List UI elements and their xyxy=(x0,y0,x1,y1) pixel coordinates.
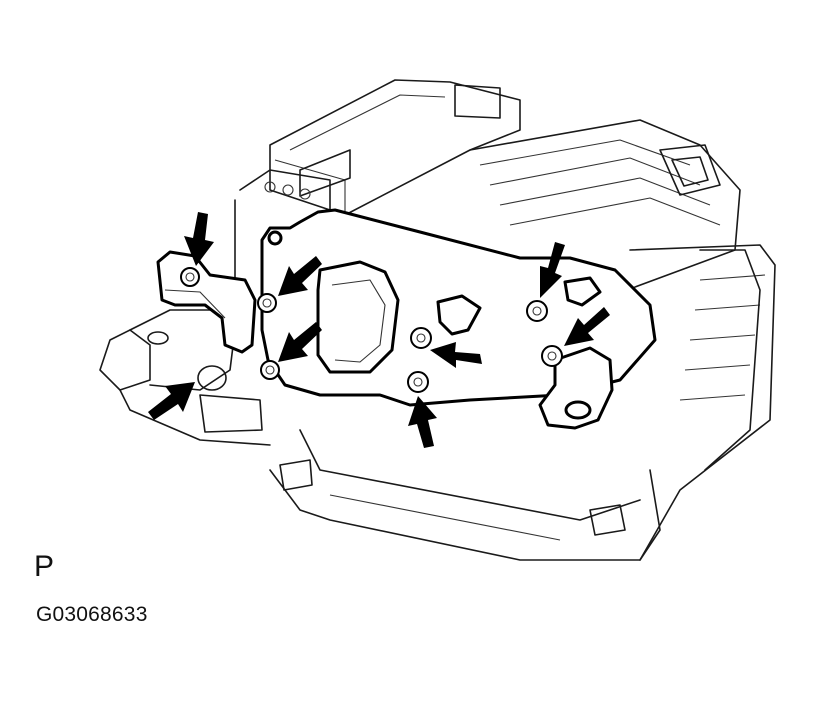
bolt-1 xyxy=(180,267,200,287)
arrow-3 xyxy=(278,322,322,362)
arrow-2 xyxy=(278,256,322,296)
arrow-5 xyxy=(430,342,482,368)
view-letter: P xyxy=(34,550,55,583)
figure-code: G03068633 xyxy=(36,603,148,626)
bolt-3 xyxy=(260,360,280,380)
arrow-6 xyxy=(408,396,437,448)
bolt-2 xyxy=(257,293,277,313)
bolt-7 xyxy=(541,345,563,367)
right-bracket xyxy=(538,346,614,430)
bolt-6 xyxy=(526,300,548,322)
bolt-4 xyxy=(410,327,432,349)
pointer-arrows xyxy=(148,212,610,448)
bolt-5 xyxy=(407,371,429,393)
arrow-8 xyxy=(564,307,610,346)
arrow-7 xyxy=(540,242,565,298)
left-bracket xyxy=(156,250,257,354)
housing-assembly xyxy=(99,79,776,561)
arrow-4 xyxy=(148,382,195,420)
bolts xyxy=(180,267,563,393)
arrow-1 xyxy=(184,212,214,266)
